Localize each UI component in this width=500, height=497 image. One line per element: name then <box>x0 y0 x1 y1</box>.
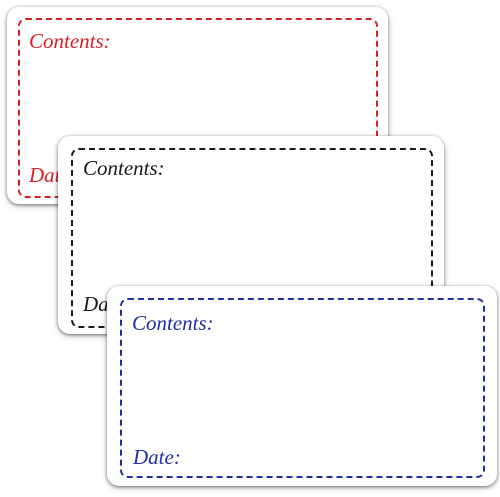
contents-label: Contents: <box>29 29 111 53</box>
blue-dashed-border <box>120 298 485 478</box>
date-label: Date: <box>133 445 181 469</box>
contents-label: Contents: <box>83 156 165 180</box>
contents-label: Contents: <box>132 311 214 335</box>
blue-label-card: Contents: Date: <box>107 286 497 486</box>
